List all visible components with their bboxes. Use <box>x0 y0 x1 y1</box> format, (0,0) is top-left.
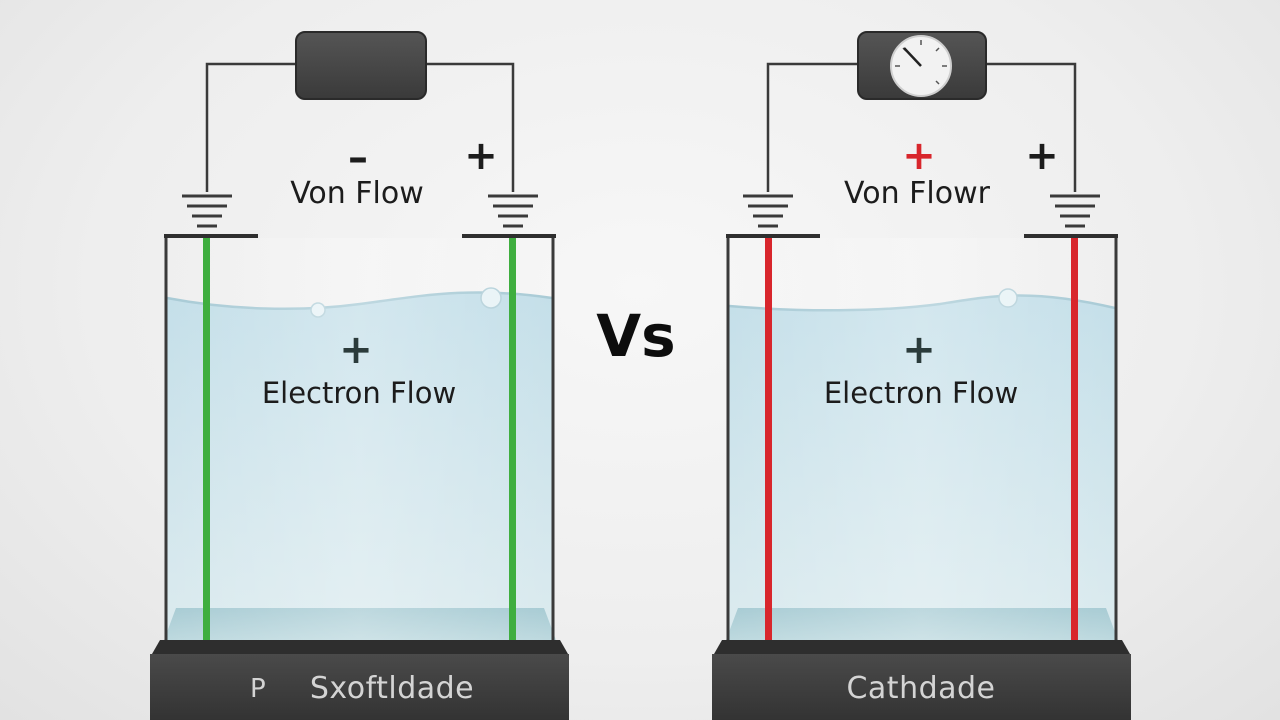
left-base-top <box>152 640 568 654</box>
left-glass-sheen <box>167 238 552 640</box>
right-electrode-cathode <box>1071 238 1078 640</box>
left-base-label: Sxoftldade <box>309 671 475 706</box>
right-electrode-anode <box>765 238 772 640</box>
right-left-terminal <box>743 194 793 228</box>
left-electron-flow-label: Electron Flow <box>261 376 457 410</box>
right-electron-flow-label: Electron Flow <box>823 376 1019 410</box>
left-inner-sign: + <box>339 327 373 373</box>
right-base <box>712 654 1131 720</box>
left-negative-terminal <box>182 194 232 228</box>
comparison-label: Vs <box>596 302 676 370</box>
left-wire <box>205 62 515 192</box>
right-cell <box>712 31 1131 720</box>
gauge-needle <box>903 47 922 67</box>
left-top-flow-label: Von Flow <box>290 176 424 211</box>
left-terminal-left-sign: – <box>348 135 368 181</box>
right-terminal-left-sign: + <box>902 133 936 179</box>
left-base <box>150 654 569 720</box>
right-wire <box>766 62 1077 192</box>
left-base-prefix: P <box>250 674 266 704</box>
left-electrode-cathode <box>509 238 516 640</box>
left-cell <box>150 31 569 720</box>
right-top-flow-label: Von Flowr <box>844 176 990 211</box>
right-right-terminal <box>1050 194 1100 228</box>
left-positive-terminal <box>488 194 538 228</box>
left-electrode-anode <box>203 238 210 640</box>
left-meter-box <box>295 31 427 100</box>
right-glass-sheen <box>729 238 1115 640</box>
right-base-top <box>714 640 1130 654</box>
left-terminal-right-sign: + <box>464 133 498 179</box>
right-terminal-right-sign: + <box>1025 133 1059 179</box>
right-base-label: Cathdade <box>846 671 996 706</box>
right-inner-sign: + <box>902 327 936 373</box>
